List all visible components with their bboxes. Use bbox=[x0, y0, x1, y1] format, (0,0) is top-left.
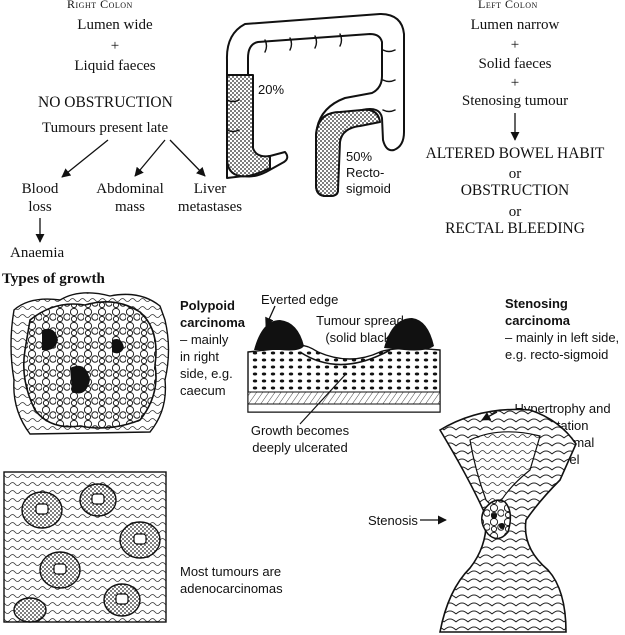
stenosis-label: Stenosis bbox=[368, 513, 418, 528]
stenosing-title-2: carcinoma bbox=[505, 313, 571, 328]
left-colon-percent: 50% bbox=[346, 149, 373, 164]
left-colon-line-3: Solid faeces bbox=[478, 56, 552, 72]
altered-bowel-habit-label: ALTERED BOWEL HABIT bbox=[425, 145, 605, 162]
right-colon-line-2: + bbox=[110, 38, 120, 54]
polypoid-desc-2: in right bbox=[180, 349, 220, 364]
adenocarcinoma-caption-2: adenocarcinomas bbox=[180, 581, 283, 596]
types-of-growth-heading: Types of growth bbox=[2, 271, 105, 287]
abdominal-mass-label-1: Abdominal bbox=[96, 181, 164, 197]
polypoid-desc-4: caecum bbox=[180, 383, 226, 398]
anaemia-label: Anaemia bbox=[10, 245, 65, 261]
obstruction-label: OBSTRUCTION bbox=[460, 182, 570, 199]
ulcerated-label-1: Growth becomes bbox=[250, 423, 350, 438]
stenosing-title-1: Stenosing bbox=[505, 296, 568, 311]
right-colon-percent: 20% bbox=[258, 82, 285, 97]
blood-loss-label-1: Blood bbox=[21, 181, 59, 197]
no-obstruction-label: NO OBSTRUCTION bbox=[38, 94, 173, 111]
right-colon-arrows bbox=[35, 139, 206, 243]
recto-sigmoid-label-1: Recto- bbox=[346, 165, 385, 180]
tumour-spread-label-2: (solid black) bbox=[325, 330, 395, 345]
or-label-2: or bbox=[508, 204, 522, 220]
adenocarcinoma-caption-1: Most tumours are bbox=[180, 564, 282, 579]
left-colon-line-2: + bbox=[510, 37, 520, 53]
rectal-bleeding-label: RECTAL BLEEDING bbox=[445, 220, 585, 237]
stenosing-carcinoma-illustration bbox=[420, 408, 577, 633]
liver-metastases-label-2: metastases bbox=[177, 199, 243, 215]
blood-loss-label-2: loss bbox=[28, 199, 52, 215]
recto-sigmoid-label-2: sigmoid bbox=[346, 181, 391, 196]
left-colon-line-4: + bbox=[510, 75, 520, 91]
everted-edge-label: Everted edge bbox=[261, 292, 339, 307]
left-colon-heading: Left Colon bbox=[478, 0, 538, 11]
right-colon-heading: Right Colon bbox=[67, 0, 133, 11]
tumour-spread-label-1: Tumour spread bbox=[316, 313, 404, 328]
polypoid-title-2: carcinoma bbox=[180, 315, 246, 330]
hypertrophy-label-1: Hypertrophy and bbox=[514, 401, 611, 416]
stenosing-desc-1: – mainly in left side, bbox=[505, 330, 620, 345]
stenosing-desc-2: e.g. recto-sigmoid bbox=[505, 347, 609, 362]
right-colon-line-3: Liquid faeces bbox=[74, 58, 156, 74]
ulcerated-label-2: deeply ulcerated bbox=[252, 440, 348, 455]
polypoid-title-1: Polypoid bbox=[180, 298, 235, 313]
abdominal-mass-label-2: mass bbox=[115, 199, 145, 215]
liver-metastases-label-1: Liver bbox=[193, 181, 227, 197]
adenocarcinoma-histology-illustration bbox=[3, 471, 167, 623]
polypoid-desc-3: side, e.g. bbox=[180, 366, 233, 381]
ulcerated-growth-illustration bbox=[247, 305, 441, 425]
polypoid-desc-1: – mainly bbox=[180, 332, 229, 347]
right-colon-line-1: Lumen wide bbox=[77, 17, 153, 33]
left-colon-line-5: Stenosing tumour bbox=[461, 93, 569, 109]
or-label-1: or bbox=[508, 166, 522, 182]
colon-illustration bbox=[225, 13, 405, 197]
left-colon-line-1: Lumen narrow bbox=[470, 17, 560, 33]
polypoid-carcinoma-illustration bbox=[10, 292, 170, 435]
tumours-present-late-label: Tumours present late bbox=[42, 120, 169, 136]
